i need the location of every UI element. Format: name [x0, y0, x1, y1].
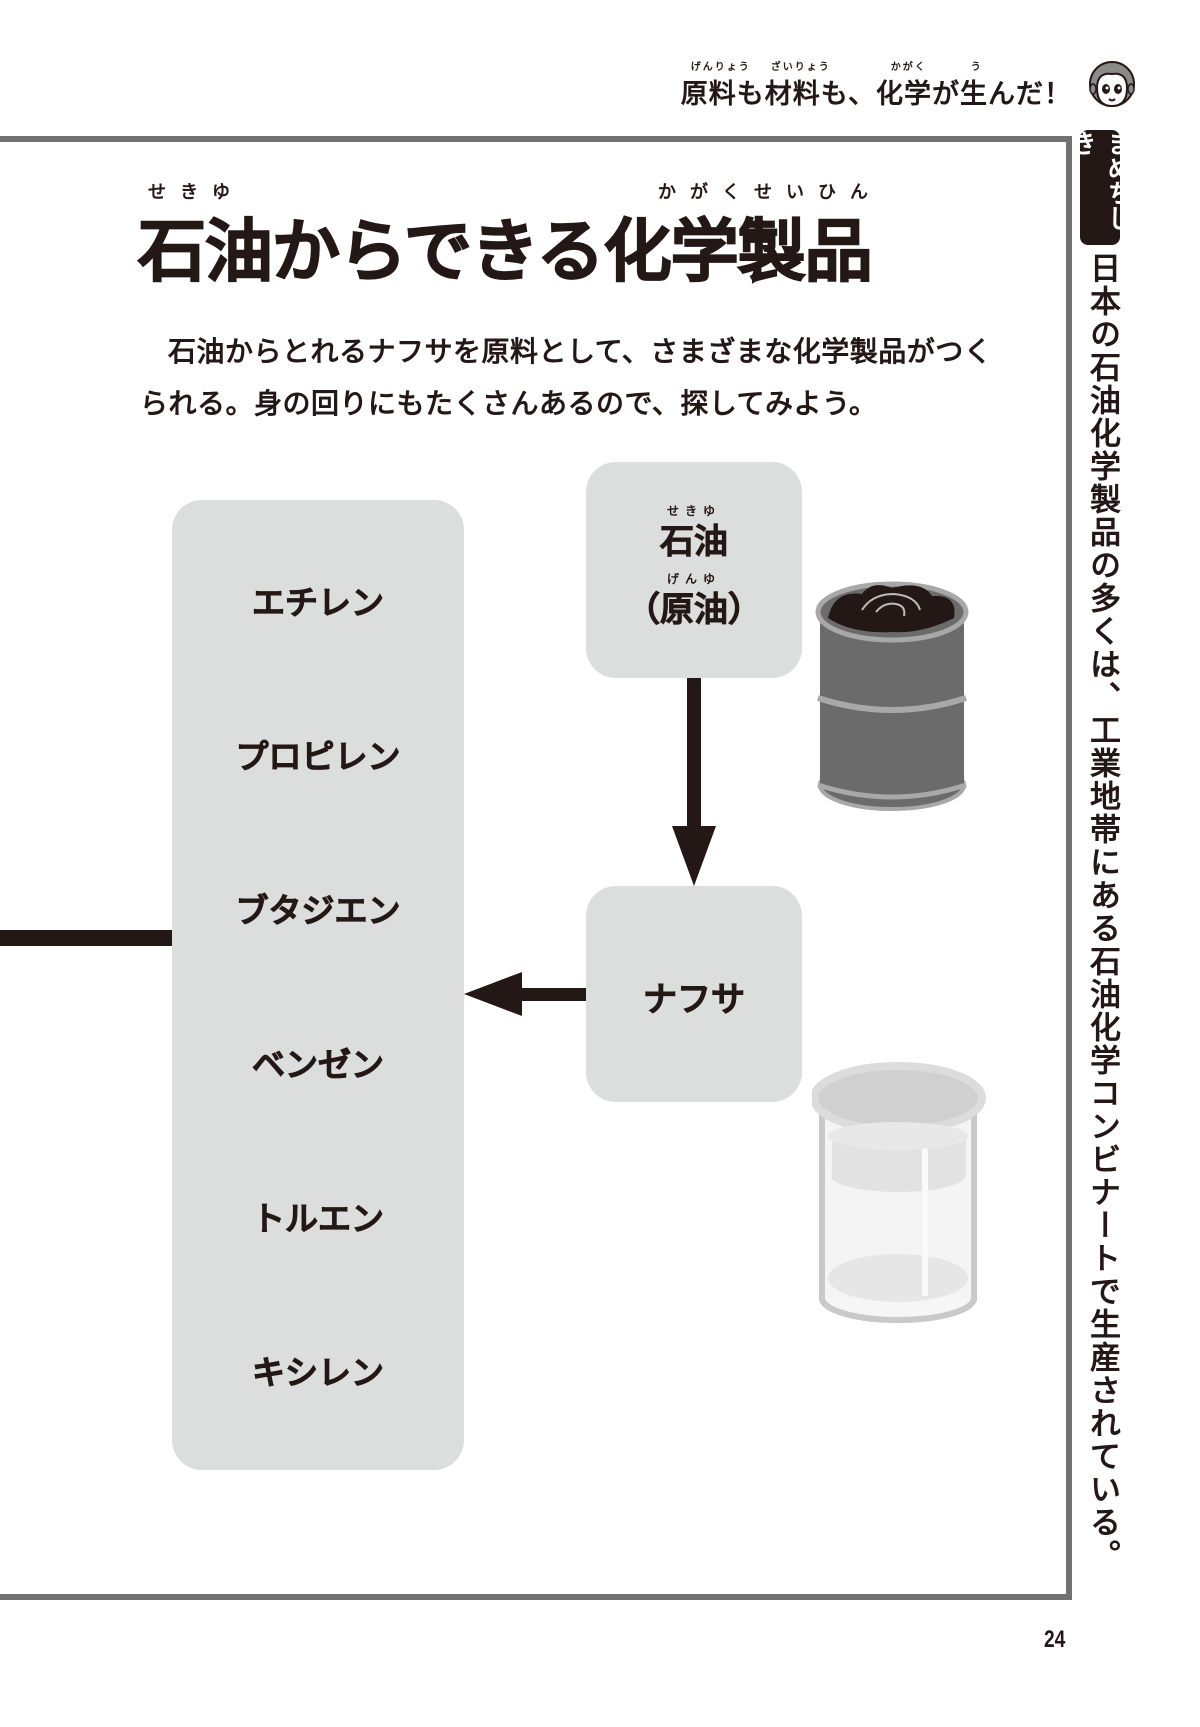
running-header: げんりょう ざいりょう かがく う 原料も材料も、化学が生んだ！ — [680, 62, 1072, 111]
crude-ruby: げんゆ — [666, 572, 721, 586]
connector-line — [0, 930, 172, 946]
content-frame — [0, 136, 1072, 1600]
running-header-ruby: ざいりょう — [770, 62, 831, 73]
running-header-ruby: う — [970, 62, 983, 73]
running-header-ruby: げんりょう — [690, 62, 751, 73]
trivia-badge: まめちしき — [1066, 130, 1133, 245]
oil-ruby: せきゆ — [666, 504, 721, 518]
intro-paragraph: 石油からとれるナフサを原料として、さまざまな化学製品がつく られる。身の回りにも… — [140, 326, 1040, 430]
trivia-text: 日本の石油化学製品の多くは、工業地帯にある石油化学コンビナートで生産されている。 — [1084, 252, 1120, 1572]
crude-oil-box: せきゆ 石油 げんゆ （原油） — [586, 462, 802, 678]
product-item: エチレン — [252, 583, 385, 623]
title-ruby: かがくせいひん — [658, 182, 882, 203]
products-box: エチレン プロピレン ブタジエン ベンゼン トルエン キシレン — [172, 500, 464, 1470]
girl-face-icon — [1089, 61, 1135, 108]
running-header-text: 原料も材料も、化学が生んだ！ — [680, 79, 1072, 110]
arrow-down-icon — [672, 678, 716, 886]
title-ruby: せきゆ — [148, 182, 244, 203]
product-item: トルエン — [252, 1199, 385, 1239]
product-item: キシレン — [252, 1353, 385, 1393]
intro-line-2: られる。身の回りにもたくさんあるので、探してみよう。 — [140, 387, 878, 420]
oil-drum-icon — [815, 581, 969, 811]
crude-label: （原油） — [626, 590, 763, 631]
product-item: ブタジエン — [235, 891, 401, 931]
product-item: ベンゼン — [252, 1045, 385, 1085]
arrow-left-icon — [464, 972, 586, 1016]
naphtha-box: ナフサ — [586, 886, 802, 1102]
oil-label: 石油 — [660, 522, 729, 563]
product-item: プロピレン — [235, 737, 401, 777]
intro-line-1: 石油からとれるナフサを原料として、さまざまな化学製品がつく — [168, 335, 993, 368]
page-number: 24 — [1044, 1626, 1066, 1653]
running-header-ruby: かがく — [890, 62, 927, 73]
page-title: 石油からできる化学製品 — [137, 212, 873, 293]
naphtha-label: ナフサ — [643, 980, 746, 1021]
beaker-icon — [812, 1062, 986, 1323]
